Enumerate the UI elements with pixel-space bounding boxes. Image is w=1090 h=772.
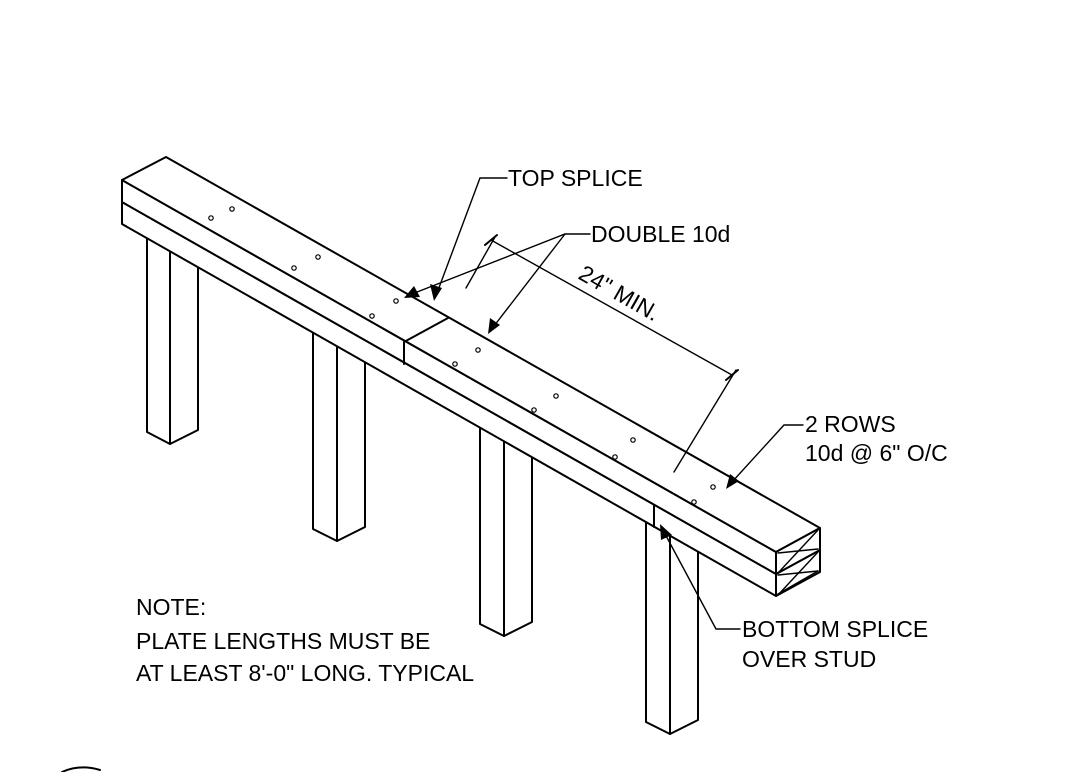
bottom-splice-leader [660, 524, 741, 630]
top-splice-label: TOP SPLICE [508, 165, 643, 191]
over-stud-label: OVER STUD [742, 646, 876, 672]
two-rows-label: 2 ROWS [805, 411, 896, 437]
two-rows-leader [726, 424, 804, 489]
stud-4 [645, 511, 699, 735]
note-heading: NOTE: [136, 594, 206, 620]
upper-top-plate [121, 156, 821, 575]
top-splice-joint-top [403, 317, 449, 343]
bottom-splice-label: BOTTOM SPLICE [742, 616, 928, 642]
double-10d-label: DOUBLE 10d [591, 221, 730, 247]
dimension-label: 24" MIN. [575, 260, 665, 326]
double-10d-leaders [404, 233, 591, 334]
note-line-1: PLATE LENGTHS MUST BE [136, 628, 430, 654]
section-marker-arc [61, 766, 101, 772]
top-splice-leader [430, 177, 508, 301]
nail-spacing-label: 10d @ 6" O/C [805, 440, 948, 466]
nail-pattern [208, 206, 716, 505]
note-line-2: AT LEAST 8'-0" LONG. TYPICAL [136, 660, 474, 686]
stud-2 [312, 322, 366, 542]
